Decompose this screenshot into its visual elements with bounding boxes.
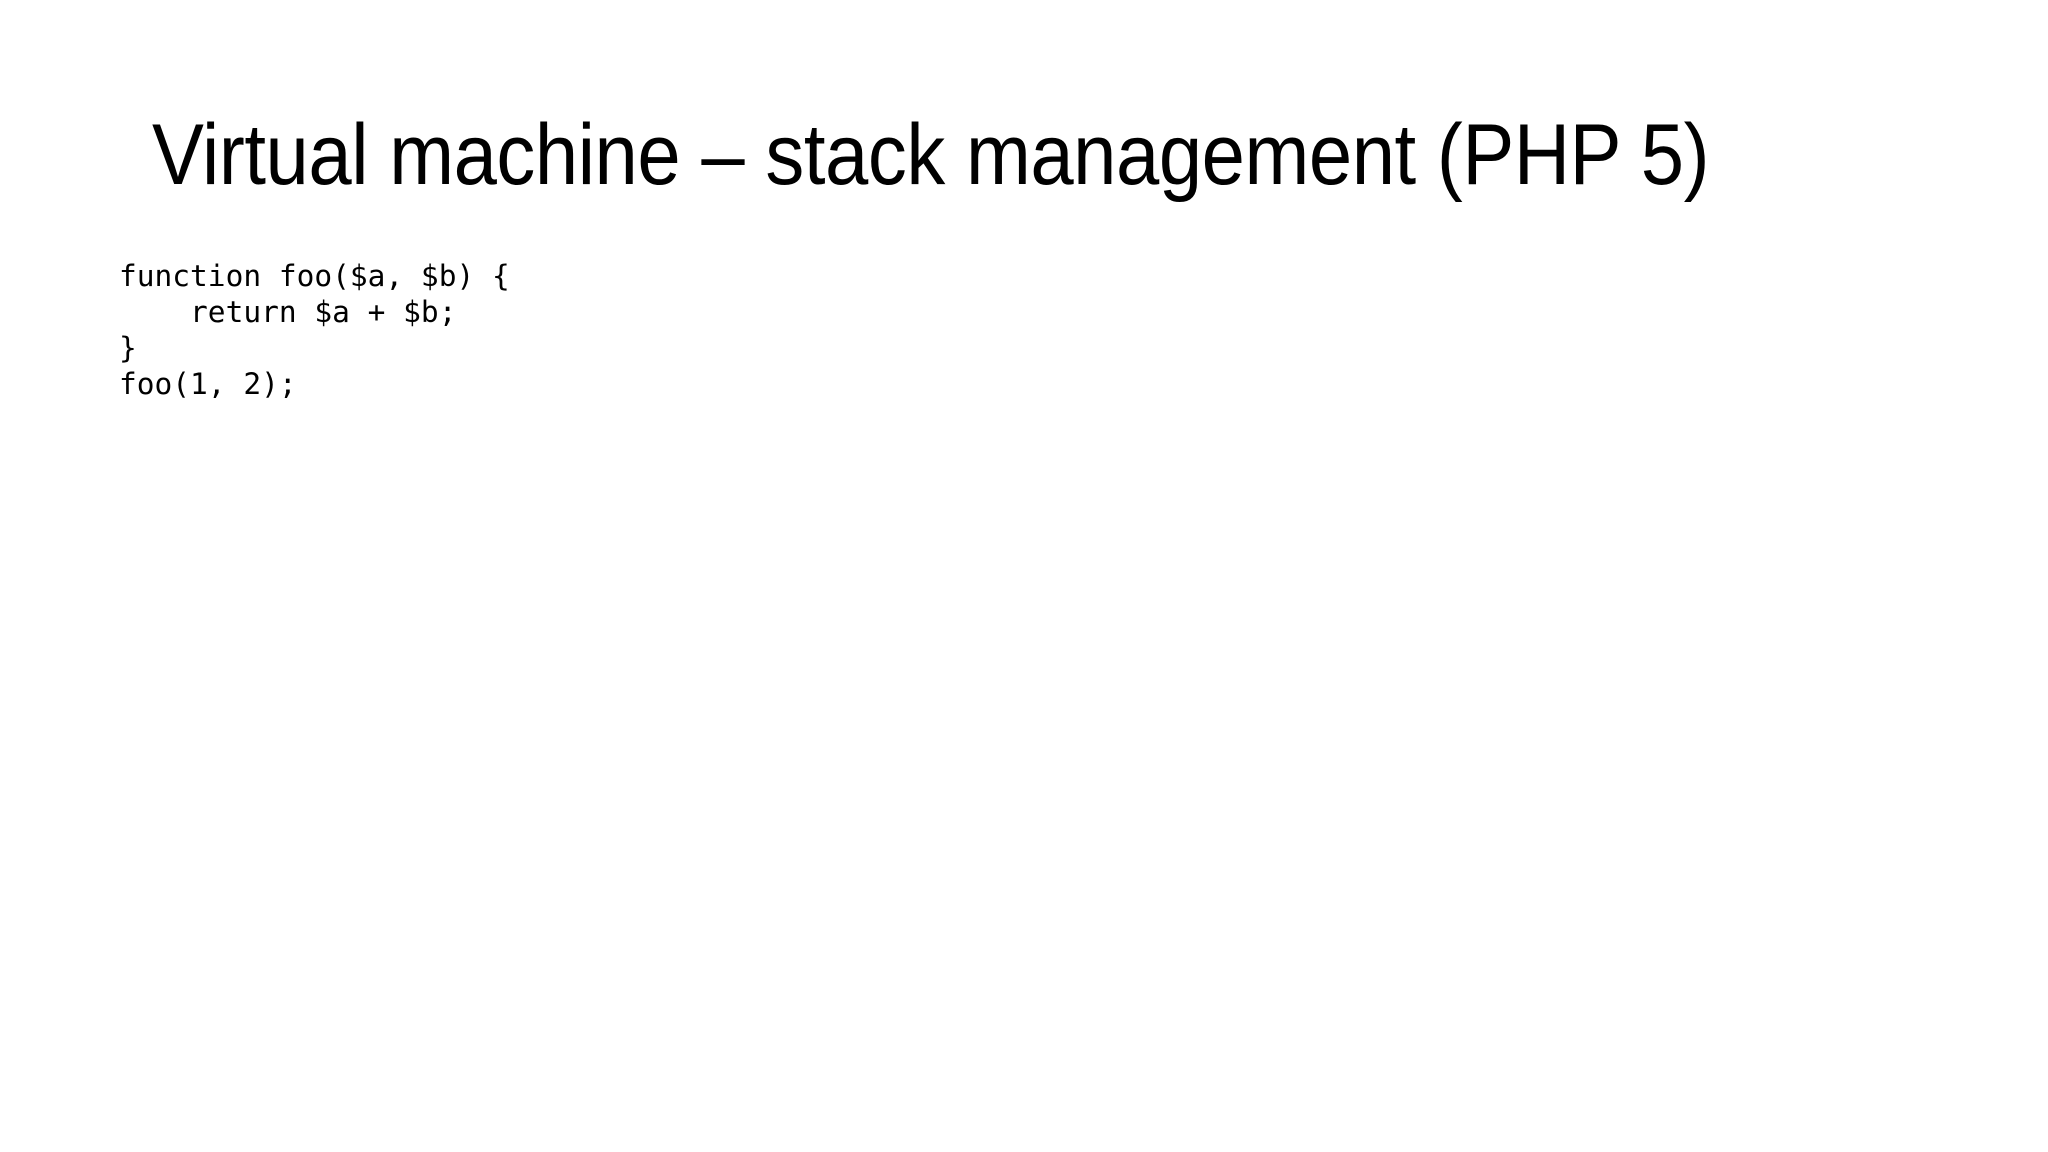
code-content: function foo($a, $b) { return $a + $b;}f… (119, 258, 510, 402)
code-line: function foo($a, $b) { (119, 259, 510, 293)
code-line: foo(1, 2); (119, 367, 297, 401)
code-line: return $a + $b; (119, 295, 457, 329)
code-line: } (119, 331, 137, 365)
code-block: function foo($a, $b) { return $a + $b;}f… (119, 258, 510, 402)
page-title: Virtual machine – stack management (PHP … (152, 107, 1710, 203)
